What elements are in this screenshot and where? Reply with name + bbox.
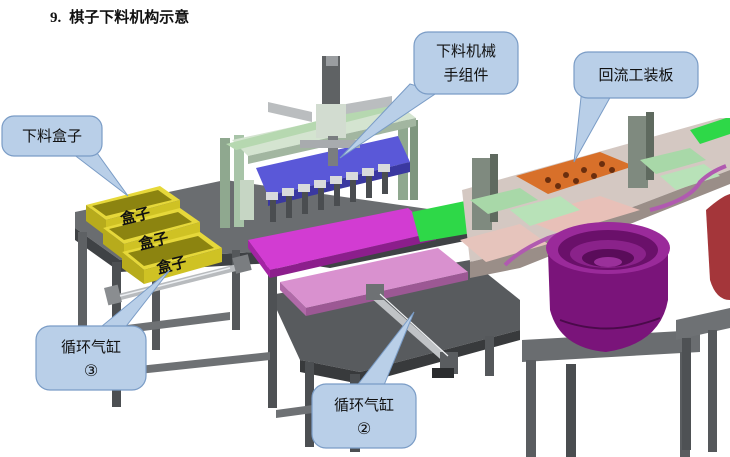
callout-cyl3-line1: 循环气缸 bbox=[61, 338, 121, 356]
callout-return-line1: 回流工装板 bbox=[598, 66, 673, 84]
callout-cyl2-line2: ② bbox=[357, 419, 371, 438]
callout-gripper-assembly: 下料机械 手组件 bbox=[339, 31, 519, 159]
figure-title: 棋子下料机构示意 bbox=[69, 8, 190, 26]
callout-cylinder-3: 循环气缸 ③ bbox=[35, 269, 171, 391]
figure-number: 9. bbox=[50, 10, 62, 26]
vibratory-bowl bbox=[522, 194, 730, 457]
cylinder-2 bbox=[366, 284, 458, 378]
callout-cylinder-2: 循环气缸 ② bbox=[311, 311, 417, 449]
callout-gripper-line1: 下料机械 bbox=[436, 42, 496, 60]
magenta-plate bbox=[248, 208, 436, 278]
callout-cyl2-line1: 循环气缸 bbox=[334, 396, 394, 414]
callout-cyl3-line2: ③ bbox=[84, 361, 98, 380]
callout-return-fixture: 回流工装板 bbox=[573, 51, 699, 163]
callout-gripper-line2: 手组件 bbox=[443, 66, 488, 84]
callout-unload-line1: 下料盒子 bbox=[22, 127, 82, 145]
callout-unload-box: 下料盒子 bbox=[1, 115, 129, 197]
right-stand bbox=[676, 308, 730, 452]
gripper-assembly bbox=[220, 56, 418, 228]
pink-plate bbox=[280, 248, 468, 316]
figure-heading: 9. 棋子下料机构示意 bbox=[50, 6, 189, 27]
